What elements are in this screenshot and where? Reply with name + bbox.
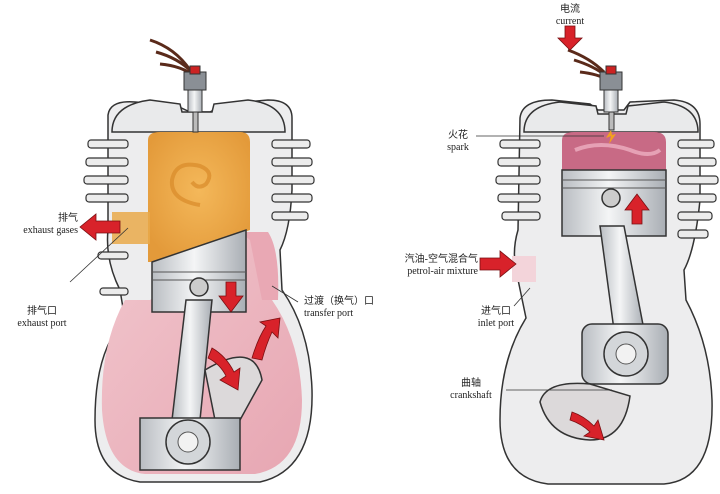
transfer-passage xyxy=(240,232,279,300)
label-exhaust-gases: 排气 exhaust gases xyxy=(8,213,78,237)
cooling-fins-left-a xyxy=(83,139,129,296)
inlet-mixture xyxy=(512,256,536,282)
crank-weight-right xyxy=(539,382,631,441)
cooling-fins-left-b xyxy=(495,139,541,221)
label-crankshaft: 曲轴 crankshaft xyxy=(440,378,502,402)
leader-inlet-port xyxy=(513,287,531,307)
label-petrol-air-mixture-en: petrol-air mixture xyxy=(407,266,478,277)
exhaust-arrow xyxy=(79,213,121,241)
spark-plug-left xyxy=(183,65,207,133)
label-inlet-port: 进气口 inlet port xyxy=(468,306,524,330)
label-spark-zh: 火花 xyxy=(448,130,468,141)
mixture-inlet-arrow xyxy=(479,250,517,278)
transfer-flow-arrow xyxy=(251,317,281,361)
cooling-fins-right-b xyxy=(677,139,719,239)
label-transfer-port-en: transfer port xyxy=(304,308,354,319)
label-petrol-air-mixture-zh: 汽油-空气混合气 xyxy=(404,254,478,265)
label-inlet-port-en: inlet port xyxy=(477,318,515,329)
label-exhaust-gases-zh: 排气 xyxy=(58,213,78,224)
piston-left xyxy=(151,228,247,313)
label-exhaust-gases-en: exhaust gases xyxy=(23,225,78,236)
label-current-zh: 电流 xyxy=(560,4,580,15)
compressed-mixture xyxy=(562,132,666,170)
piston-right xyxy=(561,169,667,237)
crank-rotation-arrow-left xyxy=(207,347,241,391)
label-spark-en: spark xyxy=(447,142,469,153)
label-spark: 火花 spark xyxy=(438,130,478,154)
crank-rotation-arrow-right xyxy=(569,411,605,441)
label-transfer-port: 过渡（换气）口 transfer port xyxy=(304,296,400,320)
piston-down-arrow xyxy=(218,281,244,313)
label-exhaust-port: 排气口 exhaust port xyxy=(4,306,80,330)
label-exhaust-port-zh: 排气口 xyxy=(27,306,57,317)
left-engine xyxy=(69,38,315,483)
piston-up-arrow xyxy=(624,193,650,225)
right-engine xyxy=(476,25,719,485)
label-current: 电流 current xyxy=(540,4,600,28)
cooling-fins-right-a xyxy=(271,139,315,221)
label-crankshaft-en: crankshaft xyxy=(450,390,492,401)
label-transfer-port-zh: 过渡（换气）口 xyxy=(304,296,374,307)
spark-icon xyxy=(606,130,616,144)
combustion-chamber-left xyxy=(148,132,250,262)
current-arrow xyxy=(557,25,583,51)
label-current-en: current xyxy=(555,16,585,27)
label-exhaust-port-en: exhaust port xyxy=(17,318,67,329)
leader-exhaust-port xyxy=(69,227,129,283)
crank-big-end-right xyxy=(581,323,669,385)
label-inlet-port-zh: 进气口 xyxy=(481,306,511,317)
combustion-swirl xyxy=(169,162,212,207)
spark-plug-wire-left xyxy=(149,38,195,78)
label-petrol-air-mixture: 汽油-空气混合气 petrol-air mixture xyxy=(372,254,478,278)
label-crankshaft-zh: 曲轴 xyxy=(461,378,481,389)
leader-transfer-port xyxy=(271,285,299,303)
exhaust-channel xyxy=(112,212,150,244)
crank-big-end-left xyxy=(139,417,241,471)
spark-plug-right xyxy=(599,65,623,131)
